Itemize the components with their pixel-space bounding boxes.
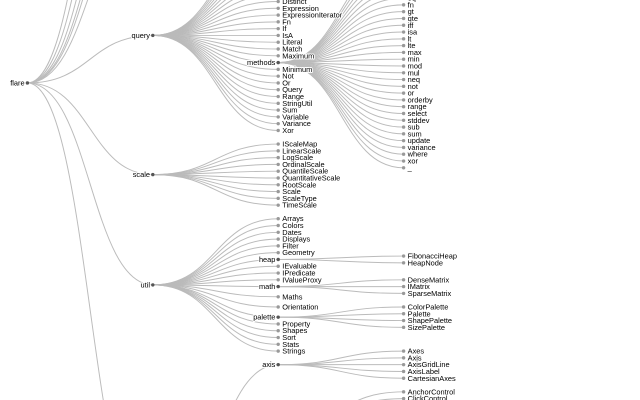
svg-text:Sort: Sort: [282, 333, 296, 342]
svg-text:sub: sub: [408, 123, 420, 132]
svg-text:ClickControl: ClickControl: [408, 394, 448, 400]
svg-text:AxisGridLine: AxisGridLine: [408, 360, 450, 369]
svg-text:query: query: [132, 31, 151, 40]
svg-text:fn: fn: [408, 0, 414, 9]
svg-text:DenseMatrix: DenseMatrix: [408, 275, 450, 284]
svg-text:scale: scale: [133, 170, 150, 179]
svg-text:Maths: Maths: [282, 292, 302, 301]
svg-text:Or: Or: [282, 78, 291, 87]
svg-text:stddev: stddev: [408, 116, 430, 125]
svg-text:If: If: [282, 24, 287, 33]
svg-text:Scale: Scale: [282, 187, 301, 196]
svg-text:IMatrix: IMatrix: [408, 282, 430, 291]
svg-text:Variable: Variable: [282, 112, 309, 121]
svg-text:util: util: [141, 280, 151, 289]
svg-text:SizePalette: SizePalette: [408, 323, 445, 332]
svg-text:SparseMatrix: SparseMatrix: [408, 289, 452, 298]
svg-text:mod: mod: [408, 61, 422, 70]
svg-text:flare: flare: [10, 78, 24, 87]
svg-text:mul: mul: [408, 68, 420, 77]
svg-text:Shapes: Shapes: [282, 326, 307, 335]
svg-text:LinearScale: LinearScale: [282, 146, 321, 155]
svg-text:Strings: Strings: [282, 347, 305, 356]
svg-text:select: select: [408, 109, 427, 118]
svg-text:ExpressionIterator: ExpressionIterator: [282, 11, 343, 20]
svg-text:methods: methods: [247, 58, 276, 67]
svg-text:IValueProxy: IValueProxy: [282, 275, 322, 284]
svg-text:Distinct: Distinct: [282, 0, 306, 6]
svg-text:gte: gte: [408, 14, 418, 23]
svg-text:sum: sum: [408, 129, 422, 138]
svg-text:iff: iff: [408, 21, 415, 30]
svg-text:isa: isa: [408, 28, 418, 37]
svg-text:Dates: Dates: [282, 228, 302, 237]
svg-text:Expression: Expression: [282, 4, 319, 13]
svg-text:heap: heap: [259, 255, 275, 264]
svg-text:ColorPalette: ColorPalette: [408, 302, 449, 311]
svg-text:Minimum: Minimum: [282, 65, 312, 74]
svg-text:Maximum: Maximum: [282, 51, 314, 60]
svg-text:Axis: Axis: [408, 353, 422, 362]
svg-text:palette: palette: [253, 313, 275, 322]
svg-text:Geometry: Geometry: [282, 248, 315, 257]
svg-text:ShapePalette: ShapePalette: [408, 316, 452, 325]
svg-text:Displays: Displays: [282, 235, 310, 244]
svg-text:neq: neq: [408, 75, 420, 84]
svg-text:Xor: Xor: [282, 126, 294, 135]
svg-text:math: math: [259, 282, 275, 291]
svg-text:QuantitativeScale: QuantitativeScale: [282, 173, 340, 182]
svg-text:where: where: [407, 150, 428, 159]
svg-text:QuantileScale: QuantileScale: [282, 167, 328, 176]
svg-text:TimeScale: TimeScale: [282, 201, 317, 210]
svg-text:variance: variance: [408, 143, 436, 152]
svg-text:Literal: Literal: [282, 38, 302, 47]
svg-text:Stats: Stats: [282, 340, 299, 349]
svg-text:Not: Not: [282, 72, 294, 81]
svg-text:axis: axis: [262, 360, 275, 369]
svg-text:xor: xor: [408, 157, 419, 166]
svg-text:Query: Query: [282, 85, 302, 94]
svg-text:Arrays: Arrays: [282, 214, 304, 223]
svg-text:IsA: IsA: [282, 31, 293, 40]
svg-text:AnchorControl: AnchorControl: [408, 387, 456, 396]
svg-text:max: max: [408, 48, 422, 57]
svg-text:Palette: Palette: [408, 309, 431, 318]
svg-text:Sum: Sum: [282, 106, 297, 115]
svg-text:Variance: Variance: [282, 119, 311, 128]
svg-text:Orientation: Orientation: [282, 302, 318, 311]
svg-text:range: range: [408, 102, 427, 111]
svg-text:eq: eq: [408, 0, 416, 3]
svg-text:Property: Property: [282, 319, 310, 328]
svg-text:ScaleType: ScaleType: [282, 194, 317, 203]
svg-text:LogScale: LogScale: [282, 153, 313, 162]
svg-text:or: or: [408, 89, 415, 98]
svg-text:StringUtil: StringUtil: [282, 99, 312, 108]
svg-text:AxisLabel: AxisLabel: [408, 367, 440, 376]
svg-text:orderby: orderby: [408, 95, 433, 104]
svg-text:Colors: Colors: [282, 221, 304, 230]
svg-text:Axes: Axes: [408, 347, 425, 356]
svg-text:Fn: Fn: [282, 17, 291, 26]
svg-text:IPredicate: IPredicate: [282, 269, 315, 278]
svg-text:Match: Match: [282, 45, 302, 54]
svg-text:min: min: [408, 55, 420, 64]
svg-text:gt: gt: [408, 7, 414, 16]
svg-text:IEvaluable: IEvaluable: [282, 262, 317, 271]
svg-text:lt: lt: [408, 34, 412, 43]
svg-text:IScaleMap: IScaleMap: [282, 140, 317, 149]
svg-text:Filter: Filter: [282, 241, 299, 250]
svg-text:_: _: [407, 163, 413, 172]
svg-text:CartesianAxes: CartesianAxes: [408, 374, 456, 383]
svg-text:HeapNode: HeapNode: [408, 258, 443, 267]
svg-text:OrdinalScale: OrdinalScale: [282, 160, 324, 169]
svg-text:Range: Range: [282, 92, 304, 101]
svg-text:lte: lte: [408, 41, 416, 50]
svg-text:update: update: [408, 136, 431, 145]
svg-text:RootScale: RootScale: [282, 180, 316, 189]
svg-text:not: not: [408, 82, 418, 91]
svg-text:FibonacciHeap: FibonacciHeap: [408, 252, 457, 261]
